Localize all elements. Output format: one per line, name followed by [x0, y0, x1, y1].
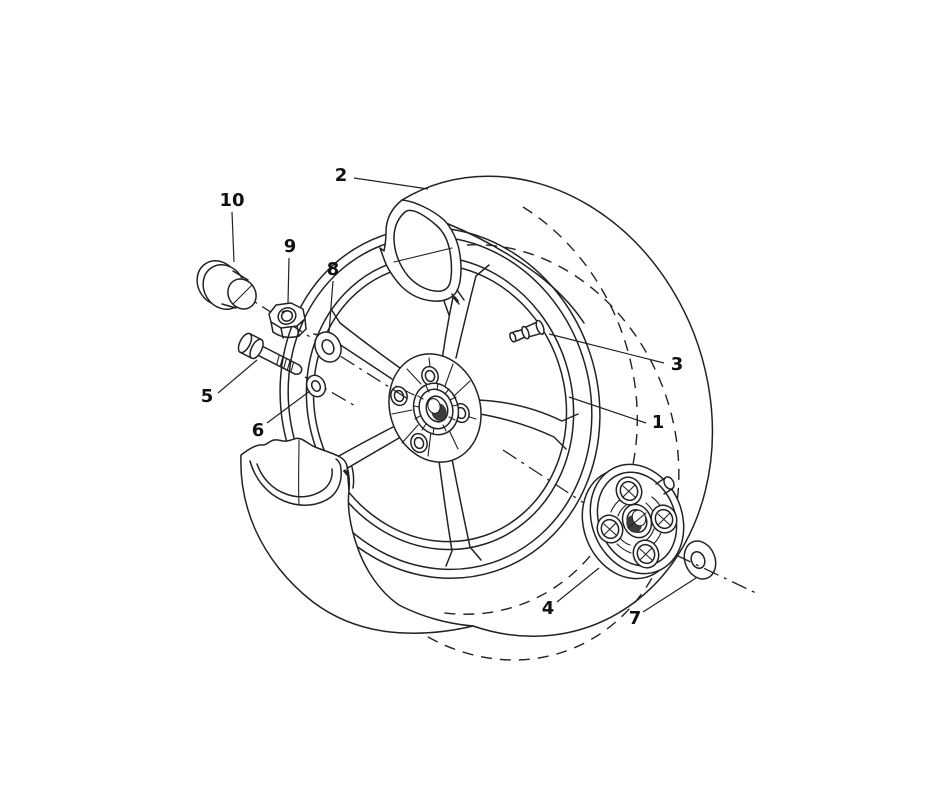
spoke-right	[473, 399, 579, 450]
drive-hub	[581, 463, 685, 580]
callout-2-label: 2	[335, 165, 348, 186]
tire-section-bottom-bead-face	[346, 465, 355, 491]
axle-bolt	[237, 332, 303, 375]
axis-line-right-lower	[675, 554, 759, 595]
spokes	[313, 254, 579, 567]
tire-section-top-outline	[379, 199, 462, 302]
hub-stud	[655, 476, 675, 495]
callout-3-leader-line	[548, 333, 665, 364]
washer-small	[305, 374, 327, 398]
tire-section-bottom-bead-line-outer	[249, 458, 342, 506]
callout-6-label: 6	[252, 420, 265, 441]
spoke-bottom	[438, 458, 482, 567]
spacer-bushing	[196, 260, 257, 310]
bolt-head-face	[249, 338, 264, 360]
bolt-threads	[276, 354, 295, 373]
callout-6-leader-line	[266, 390, 311, 424]
wheel-hub-flange	[388, 353, 482, 463]
callout-5-label: 5	[201, 386, 214, 407]
callout-7-label: 7	[629, 608, 642, 629]
spoke-lower-left	[314, 426, 400, 486]
tire-section-top	[379, 199, 465, 316]
callout-7-leader-line	[642, 577, 697, 613]
callout-2-leader-line	[353, 177, 429, 190]
hub-spline-ticks	[413, 383, 459, 435]
valve-stem	[509, 319, 545, 343]
callout-4-leader-line	[556, 567, 600, 603]
tire-section-top-chord	[393, 247, 453, 263]
callout-8-label: 8	[327, 259, 340, 280]
tire-section-bottom	[240, 437, 474, 634]
tire-section-top-bead-wire	[452, 296, 460, 303]
callout-3-label: 3	[671, 354, 684, 375]
callout-1-label: 1	[652, 412, 665, 433]
valve-cap	[509, 331, 517, 343]
bolt-tip	[293, 364, 303, 375]
tire-section-top-bead-line	[393, 209, 453, 292]
callout-1-leader-line	[568, 396, 647, 424]
spoke-top	[441, 254, 490, 361]
hub-screws	[596, 476, 678, 569]
axle-nut	[268, 302, 307, 339]
tire-outer-edge	[401, 175, 714, 637]
callout-8-leader-line	[328, 280, 334, 334]
axis-line-right-upper	[502, 449, 594, 510]
callout-9-label: 9	[284, 236, 297, 257]
callout-9-leader-line	[287, 257, 290, 304]
hub-spline-bore	[621, 503, 653, 539]
callout-4-label: 4	[542, 598, 555, 619]
callout-10-leader-line	[231, 211, 235, 263]
hub-axle-bore-hole	[427, 398, 441, 414]
spoke-upper-left	[313, 308, 401, 380]
washer-large	[314, 331, 342, 363]
callouts-layer: 1 2 3 4 5 6 7 8 9 10	[201, 165, 697, 629]
tire-section-bottom-bead-wire	[342, 469, 350, 476]
callout-5-leader-line	[217, 359, 258, 394]
callout-10-label: 10	[219, 190, 244, 211]
tire-section-bottom-bead-line-inner	[256, 463, 333, 498]
